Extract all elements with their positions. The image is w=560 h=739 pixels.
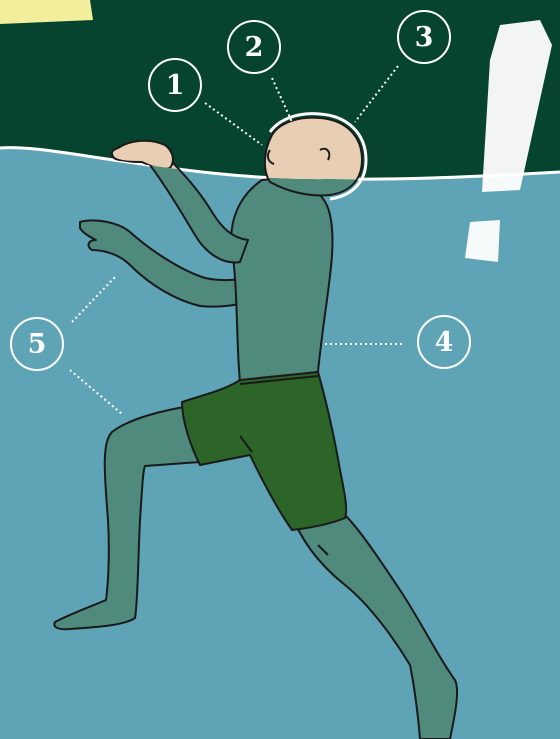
sticky-note: [0, 0, 93, 24]
marker-4-label: 4: [435, 327, 454, 358]
torso: [231, 179, 332, 382]
marker-2-label: 2: [245, 32, 264, 63]
marker-3-label: 3: [415, 22, 434, 53]
marker-5-label: 5: [28, 329, 47, 360]
marker-1-label: 1: [166, 70, 185, 101]
